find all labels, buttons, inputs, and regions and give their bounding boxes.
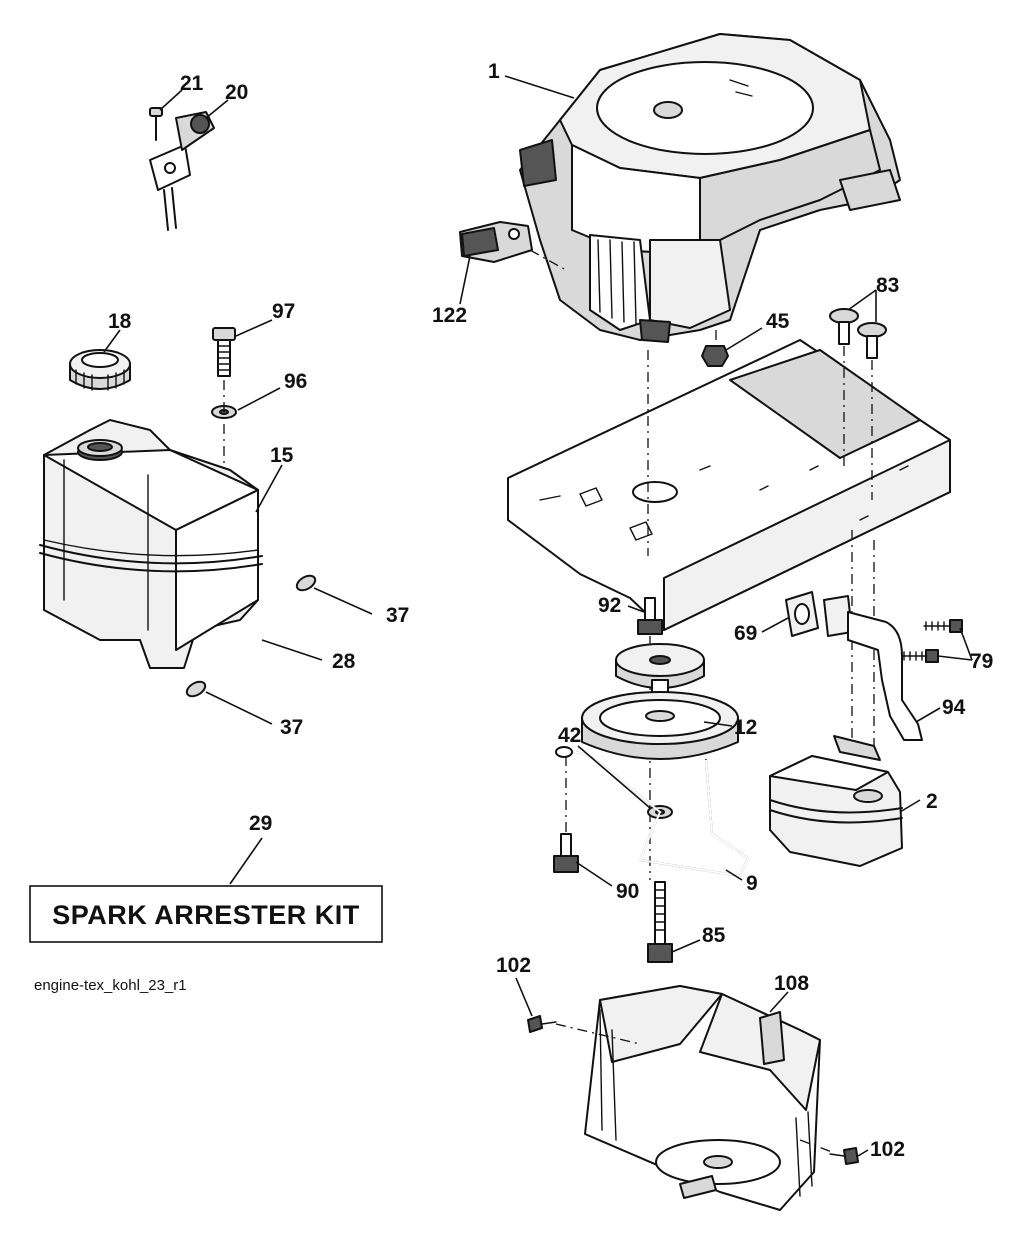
callout-42: 42 [558,724,581,747]
callout-83: 83 [876,274,899,297]
callout-69: 69 [734,622,757,645]
callout-20: 20 [225,81,248,104]
engine-bracket-part [459,221,533,263]
spark-arrester-kit-label: SPARK ARRESTER KIT [52,900,360,930]
spark-arrester-kit-box: SPARK ARRESTER KIT [29,885,383,943]
callout-96: 96 [284,370,307,393]
exhaust-gasket-part [785,591,819,637]
exhaust-screws-part [901,619,963,663]
leader-lines [103,75,973,1157]
callout-labels: 1 21 20 18 97 96 15 122 45 83 37 28 37 9… [108,60,993,1161]
fuel-line-part [198,586,301,689]
callout-12: 12 [734,716,757,739]
engine-nut-part [701,345,729,367]
fuel-cap-part [69,349,131,391]
hose-clamp-lower-part [185,680,207,698]
callout-1: 1 [488,60,500,83]
hose-clamp-upper-part [295,574,317,592]
bracket-bolt-part [553,833,579,873]
mounting-frame-plate [507,339,951,631]
callout-2: 2 [926,790,938,813]
throttle-control-part [149,107,215,231]
tank-bolt-part [212,327,236,377]
engine-pulley-part [581,643,739,760]
engine-guard-part [584,985,821,1211]
fuel-tank-part [39,419,263,669]
engine-part [519,33,901,343]
callout-21: 21 [180,72,204,95]
callout-37-lower: 37 [280,716,303,739]
guard-screw-lower-part [829,1147,859,1165]
callout-37-upper: 37 [386,604,409,627]
callout-108: 108 [774,972,809,995]
engine-mount-bolts-part [829,308,887,359]
long-bolt-part [647,881,673,963]
callout-18: 18 [108,310,132,333]
callout-102-lower: 102 [870,1138,905,1161]
callout-90: 90 [616,880,639,903]
muffler-part [769,735,903,867]
drawing-reference-code: engine-tex_kohl_23_r1 [34,977,187,994]
callout-9: 9 [746,872,758,895]
callout-28: 28 [332,650,356,673]
callout-85: 85 [702,924,726,947]
callout-79: 79 [970,650,993,673]
guard-screw-upper-part [527,1015,557,1033]
callout-102-upper: 102 [496,954,531,977]
callout-45: 45 [766,310,790,333]
callout-122: 122 [432,304,467,327]
pulley-bolt-part [637,597,663,635]
callout-94: 94 [942,696,966,719]
callout-29: 29 [249,812,272,835]
callout-97: 97 [272,300,295,323]
exhaust-pipe-part [823,595,923,741]
callout-15: 15 [270,444,294,467]
callout-92: 92 [598,594,621,617]
